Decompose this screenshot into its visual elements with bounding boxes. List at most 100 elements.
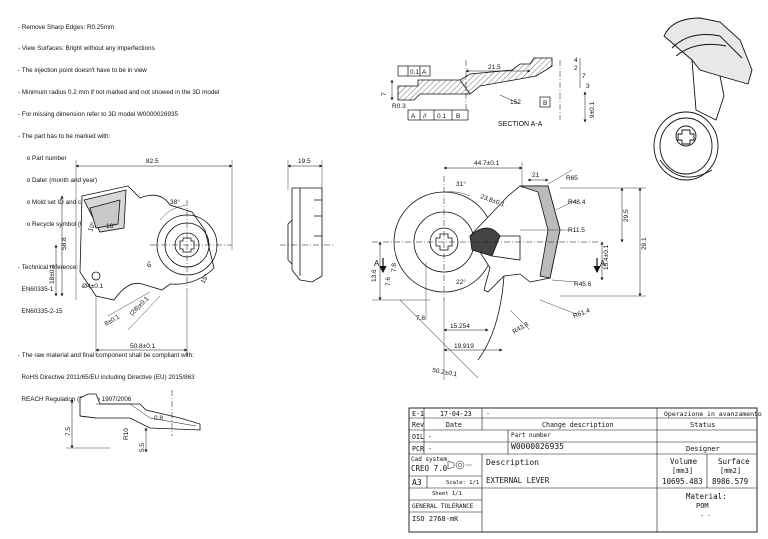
dim-9: 9±0.1 — [589, 101, 596, 118]
angle-10: 10° — [86, 220, 97, 232]
note-line: EN60335-2-15 — [18, 308, 63, 316]
main-view — [372, 162, 646, 380]
dim-28: (28)±0.1 — [128, 295, 150, 317]
revision-dash: - — [486, 410, 490, 418]
material: POM — [696, 502, 709, 510]
status-label: Status — [690, 421, 716, 429]
note-line: - For missing dimension refer to 3D mode… — [18, 111, 178, 119]
dim-7-6: 7.6 — [385, 277, 392, 286]
dim-58-8: 58.8 — [61, 237, 68, 250]
dim-r48-4: R48.4 — [568, 199, 586, 206]
fcf-bottom-datum-b: B — [456, 113, 460, 120]
dim-29-5: 29.5 — [623, 209, 630, 222]
dim-15-254: 15.254 — [450, 323, 470, 330]
dim-23-8: 23.8±0.1 — [479, 193, 505, 208]
note-line: - View Surfaces: Bright without any impe… — [18, 45, 155, 53]
note-line: RoHS Directive 2011/65/EU including Dire… — [18, 373, 195, 381]
dim-152: 152 — [510, 99, 521, 106]
oil-value: - — [428, 433, 432, 441]
dim-r0-3: R0.3 — [392, 103, 406, 110]
datum-b-label: B — [543, 100, 547, 107]
dim-21: 21 — [532, 172, 540, 179]
header-change: Change description — [542, 421, 614, 429]
dim-hole-4: Ø4±0.1 — [82, 283, 104, 290]
dim-0-8: 0.8 — [154, 415, 163, 422]
dim-r10: R10 — [123, 428, 130, 440]
dim-7-8-left: 7.8 — [391, 263, 398, 272]
operation-status: Operazione in avanzamento — [664, 410, 762, 418]
volume-unit: [mm3] — [672, 467, 694, 475]
dim-50-2: 50.2±0.1 — [432, 367, 458, 378]
dim-r45-6: R45.6 — [574, 281, 592, 288]
note-line: o Dater (month and year) — [18, 176, 98, 184]
cad-system: CREO 7.0 — [411, 464, 448, 473]
angle-16: 16° — [106, 222, 116, 230]
section-mark-left: A — [374, 259, 380, 268]
note-line: - Technical reference: — [18, 264, 79, 272]
side-view — [280, 160, 334, 283]
dim-29-1: 29.1 — [641, 237, 648, 250]
dim-13-6: 13.6 — [371, 269, 378, 282]
fcf-top-value: 0.1 — [410, 69, 419, 76]
header-rev: Rev — [412, 421, 424, 429]
front-view — [54, 160, 233, 356]
note-line: - Remove Sharp Edges: R0.25mm — [18, 23, 115, 31]
revision-date: 17-04-23 — [440, 410, 472, 418]
dim-5-5: 5.5 — [139, 443, 146, 452]
dim-18: 18±0.1 — [49, 264, 56, 284]
fcf-top-datum: A — [422, 69, 427, 76]
volume-label: Volume — [670, 457, 698, 466]
section-view — [390, 57, 587, 123]
dim-44-7: 44.7±0.1 — [474, 160, 500, 167]
surface-label: Surface — [718, 457, 750, 466]
pcr-label: PCR — [412, 445, 424, 453]
dim-7-8-lower: 7.8 — [416, 315, 425, 322]
dim-21-5: 21.5 — [488, 64, 501, 71]
cad-system-label: Cad system — [411, 456, 448, 463]
dim-50-8: 50.8±0.1 — [130, 343, 156, 350]
surface-unit: [mm2] — [720, 467, 742, 475]
section-label: SECTION A-A — [498, 121, 543, 128]
note-line: - Minimum radius 0.2 mm if not marked an… — [18, 89, 220, 97]
revision-code: E-1 — [412, 410, 424, 418]
dim-r11-5: R11.5 — [568, 227, 585, 234]
dim-7-left: 7 — [381, 92, 388, 96]
dim-r65: R65 — [566, 175, 578, 182]
dim-19-919: 19.919 — [454, 343, 474, 350]
dim-7-5: 7.5 — [65, 427, 72, 436]
note-line: EN60335-1 — [18, 286, 54, 294]
header-date: Date — [446, 421, 462, 429]
section-mark-right: A — [600, 259, 606, 268]
angle-22: 22° — [456, 278, 466, 286]
sheet: Sheet 1/1 — [432, 491, 462, 497]
fcf-bottom-value: 0.1 — [437, 113, 446, 120]
note-line: - The part has to be marked with: — [18, 133, 111, 141]
part-number: W0000026935 — [511, 442, 564, 451]
designer-label: Designer — [686, 445, 720, 453]
description-label: Description — [486, 458, 539, 467]
fcf-bottom-datum-a: A — [411, 113, 416, 120]
note-line: - The raw material and final component s… — [18, 351, 194, 359]
angle-38: 38° — [170, 198, 180, 206]
general-tolerance-label: GENERAL TOLERANCE — [412, 503, 474, 510]
pcr-value: - — [428, 445, 432, 453]
tolerance-standard: ISO 2768-mK — [412, 515, 459, 523]
note-line: - The injection point doesn't have to be… — [18, 67, 147, 75]
angle-6: 6° — [145, 259, 155, 269]
dim-3: 3 — [586, 83, 590, 90]
section-view-text: 0.1 A A // 0.1 B B 21.5 4 2 7 3 7 R0.3 1… — [381, 57, 596, 128]
format: A3 — [412, 478, 422, 487]
oil-label: OIL — [412, 433, 424, 441]
dim-8: 8±0.1 — [104, 313, 122, 327]
note-line: o Part number — [18, 154, 67, 162]
dim-r43-8: R43.8 — [512, 321, 531, 336]
isometric-view — [653, 17, 753, 181]
bottom-view-text: 7.5 R10 5.5 0.8 — [65, 415, 163, 452]
dim-7: 7 — [582, 73, 586, 80]
volume-value: 10695.483 — [662, 477, 703, 486]
part-number-label: Part number — [511, 432, 551, 439]
surface-value: 8986.579 — [712, 477, 749, 486]
dim-r61-4: R61.4 — [572, 307, 591, 320]
